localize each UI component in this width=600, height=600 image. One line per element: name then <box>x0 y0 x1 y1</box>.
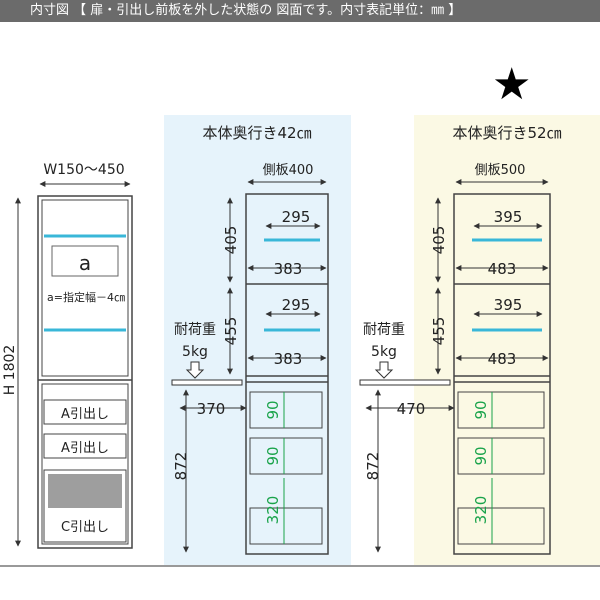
panel-52-drawer-h2: 90 <box>472 446 490 465</box>
panel-42-outer-1: 383 <box>274 260 303 278</box>
panel-42-side-board: 側板400 <box>263 163 314 178</box>
panel-52-outer-1: 483 <box>488 260 517 278</box>
overview-height-label: H 1802 <box>2 345 18 396</box>
panel-52-title: 本体奥行き52㎝ <box>452 124 561 142</box>
panel-52-drawer-depth: 470 <box>397 400 426 418</box>
header-text: 内寸図 【 扉・引出し前板を外した状態の 図面です。内寸表記単位：㎜ 】 <box>30 3 462 18</box>
panel-42-load-shelf <box>171 379 243 386</box>
star-icon: ★ <box>492 59 531 110</box>
panel-52-background <box>414 115 600 565</box>
panel-42-lower-height: 872 <box>172 452 190 481</box>
panel-42-load-value: 5kg <box>182 344 208 360</box>
overview-a-note: a=指定幅－4㎝ <box>47 290 125 304</box>
panel-52-drawer-h1: 90 <box>472 400 490 419</box>
panel-42-drawer-h2: 90 <box>264 446 282 465</box>
panel-52-inner-1: 395 <box>494 208 523 226</box>
panel-42-drawer-depth: 370 <box>197 400 226 418</box>
panel-42-top-height: 405 <box>222 226 240 255</box>
panel-52-inner-2: 395 <box>494 296 523 314</box>
panel-52-load-shelf <box>359 379 451 386</box>
panel-42-drawer-h1: 90 <box>264 400 282 419</box>
panel-52-drawer-h3: 320 <box>472 496 490 525</box>
panel-42-background <box>164 115 351 565</box>
overview-drawer-gray <box>48 474 122 508</box>
header-bar: 内寸図 【 扉・引出し前板を外した状態の 図面です。内寸表記単位：㎜ 】 <box>0 0 600 22</box>
overview-drawer-a1-label: A引出し <box>61 407 109 422</box>
panel-42-title: 本体奥行き42㎝ <box>202 124 311 142</box>
panel-42-mid-height: 455 <box>222 317 240 346</box>
overview-drawer-c-label: C引出し <box>61 520 109 535</box>
panel-42-drawer-h3: 320 <box>264 496 282 525</box>
panel-52-load-label: 耐荷重 <box>363 322 405 338</box>
panel-42: 本体奥行き42㎝ 側板400 405 455 295 383 295 383 耐… <box>171 124 329 555</box>
panel-42-inner-2: 295 <box>282 296 311 314</box>
overview-a-box <box>51 245 119 277</box>
panel-52-lower-height: 872 <box>364 452 382 481</box>
panel-52-mid-height: 455 <box>430 317 448 346</box>
panel-52-side-board: 側板500 <box>475 163 526 178</box>
panel-52-load-value: 5kg <box>371 344 397 360</box>
overview-a-label: a <box>79 251 91 275</box>
panel-42-inner-1: 295 <box>282 208 311 226</box>
panel-42-outer-2: 383 <box>274 350 303 368</box>
panel-42-load-label: 耐荷重 <box>174 322 216 338</box>
panel-52-outer-2: 483 <box>488 350 517 368</box>
panel-52: 本体奥行き52㎝ 側板500 405 455 395 483 395 483 耐… <box>359 124 562 555</box>
overview-cabinet <box>37 195 133 549</box>
panel-52-load-arrow-icon <box>374 361 394 379</box>
panel-52-top-height: 405 <box>430 226 448 255</box>
overview-drawer-a2-label: A引出し <box>61 441 109 456</box>
panel-42-load-arrow-icon <box>185 361 205 379</box>
overview-width-label: W150～450 <box>43 162 124 178</box>
